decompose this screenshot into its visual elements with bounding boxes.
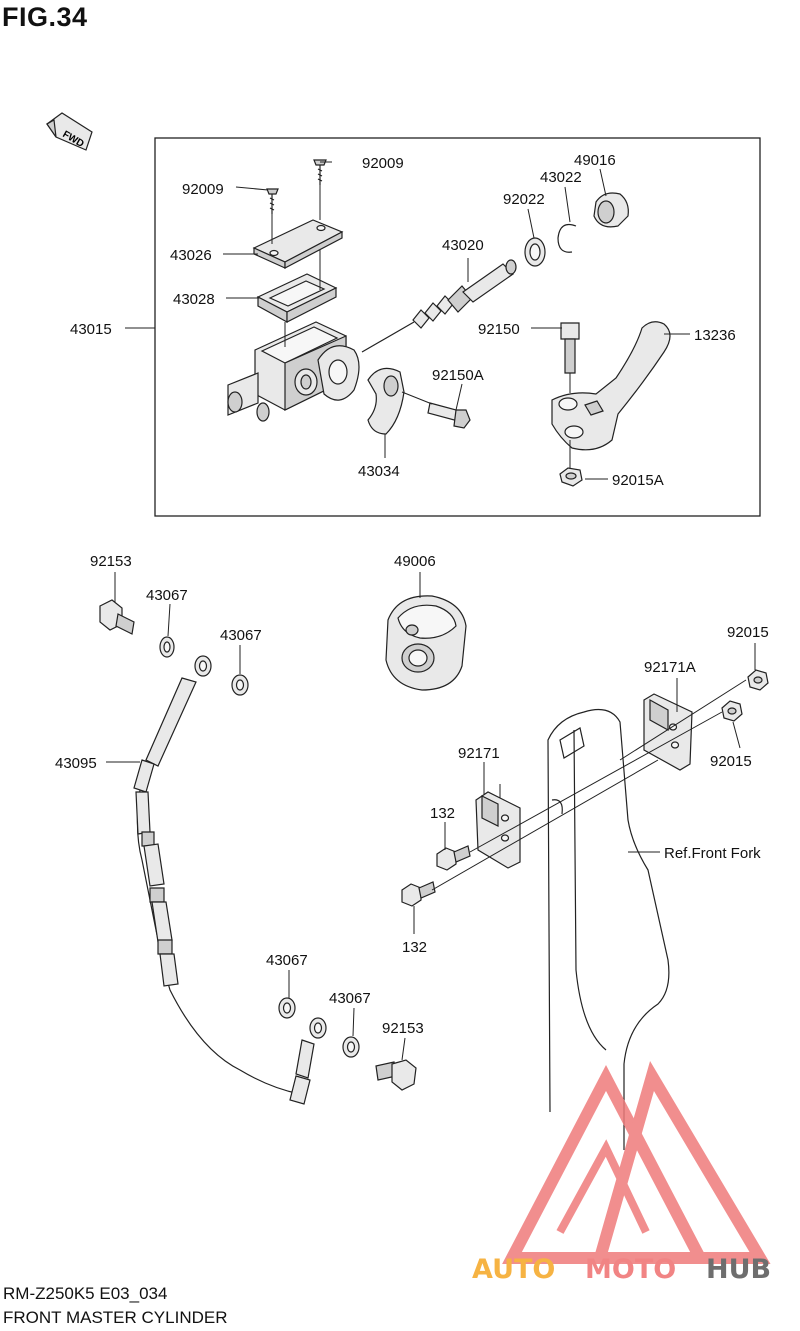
diaphragm-part	[256, 273, 338, 324]
part-label-92022: 92022	[503, 191, 545, 208]
dust-boot-part	[593, 192, 629, 228]
model-code-text: RM-Z250K5 E03_034	[3, 1284, 168, 1303]
brake-hose-part	[133, 655, 327, 1105]
circlip-part	[557, 223, 577, 253]
lever-pivot-bolt-part	[560, 322, 580, 374]
sealing-washer-part	[231, 674, 249, 696]
diagram-caption-text: FRONT MASTER CYLINDER	[3, 1308, 228, 1327]
part-label-92153: 92153	[382, 1020, 424, 1037]
part-label-92150A: 92150A	[432, 367, 484, 384]
part-label-92009: 92009	[182, 181, 224, 198]
cap-screw-part	[266, 188, 279, 214]
part-label-132: 132	[402, 939, 427, 956]
lever-nut-part	[559, 467, 583, 487]
part-label-43026: 43026	[170, 247, 212, 264]
part-label-43095: 43095	[55, 755, 97, 772]
part-label-43015: 43015	[70, 321, 112, 338]
part-label-92015A: 92015A	[612, 472, 664, 489]
flange-nut-part	[747, 669, 769, 691]
watermark-text-auto: AUTO	[472, 1254, 555, 1285]
part-label-132: 132	[430, 805, 455, 822]
washer-part	[524, 237, 546, 267]
hose-guide-part	[385, 595, 467, 691]
forward-direction-badge: FWD	[46, 112, 93, 151]
part-label-43022: 43022	[540, 169, 582, 186]
sealing-washer-part	[342, 1036, 360, 1058]
part-label-43028: 43028	[173, 291, 215, 308]
handlebar-clamp-part	[367, 367, 405, 435]
part-label-92153: 92153	[90, 553, 132, 570]
part-label-92015: 92015	[710, 753, 752, 770]
part-label-92171: 92171	[458, 745, 500, 762]
part-label-92009: 92009	[362, 155, 404, 172]
clamp-bolt-part	[427, 402, 471, 429]
watermark-text-hub: HUB	[706, 1254, 771, 1285]
brake-lever-part	[551, 321, 671, 451]
part-label-43034: 43034	[358, 463, 400, 480]
figure-title: FIG.34	[2, 2, 88, 32]
sealing-washer-part	[159, 636, 175, 658]
part-label-13236: 13236	[694, 327, 736, 344]
sealing-washer-part	[278, 997, 296, 1019]
part-label-43020: 43020	[442, 237, 484, 254]
piston-assembly-part	[361, 259, 517, 353]
master-cylinder-body-part	[227, 321, 360, 422]
part-label-43067: 43067	[329, 990, 371, 1007]
part-label-92171A: 92171A	[644, 659, 696, 676]
banjo-bolt-part	[99, 599, 135, 635]
part-label-43067: 43067	[266, 952, 308, 969]
master-cylinder-assembly-box	[154, 137, 761, 517]
part-label-43067: 43067	[146, 587, 188, 604]
flange-nut-part	[721, 700, 743, 722]
automotohub-watermark-logo: AUTO MOTO HUB	[472, 1060, 771, 1285]
reservoir-cap-part	[252, 219, 344, 269]
part-label-43067: 43067	[220, 627, 262, 644]
hose-bracket-part	[643, 693, 693, 771]
part-label-49006: 49006	[394, 553, 436, 570]
part-label-49016: 49016	[574, 152, 616, 169]
part-label-92150: 92150	[478, 321, 520, 338]
banjo-bolt-part	[375, 1059, 417, 1091]
cap-screw-part	[313, 159, 327, 185]
hose-bracket-part	[475, 791, 521, 869]
bracket-bolt-part	[436, 845, 471, 871]
front-fork-outline	[547, 709, 670, 1150]
bracket-bolt-part	[401, 881, 436, 907]
part-label-92015: 92015	[727, 624, 769, 641]
reference-label-front-fork: Ref.Front Fork	[664, 845, 761, 862]
watermark-text-moto: MOTO	[585, 1254, 676, 1285]
